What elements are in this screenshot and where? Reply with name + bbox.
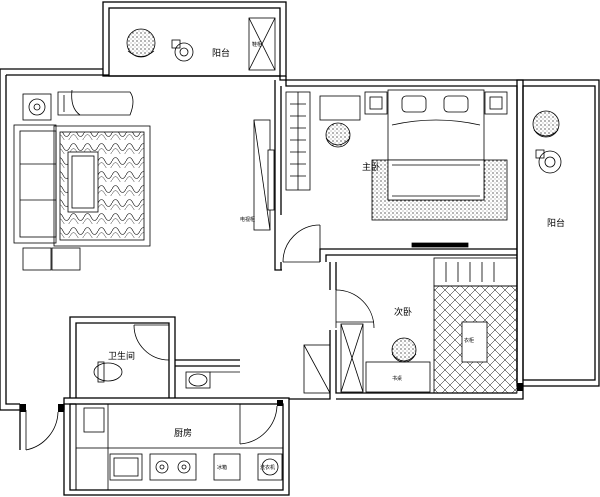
kitchen-fixtures <box>75 403 284 491</box>
second-bedroom-furniture <box>340 257 518 394</box>
master-bedroom-furniture <box>285 89 508 248</box>
room-label-kitchen: 厨房 <box>174 427 192 439</box>
room-label-balcony-right: 阳台 <box>547 217 565 229</box>
tv-cabinet-label: 电视柜 <box>240 216 255 223</box>
interior-cabinet <box>303 344 331 394</box>
fridge-label: 冰箱 <box>217 464 227 471</box>
room-label-balcony-top: 阳台 <box>212 47 230 59</box>
top-balcony-furniture <box>126 17 276 71</box>
living-room-furniture <box>13 89 275 271</box>
wardrobe-label: 衣柜 <box>464 337 474 344</box>
washer-label: 洗衣机 <box>260 464 275 471</box>
desk-label: 书桌 <box>392 375 402 382</box>
wall-posts <box>20 383 523 412</box>
doors <box>25 224 375 451</box>
room-label-bathroom: 卫生间 <box>108 350 135 362</box>
bathroom-fixtures <box>93 360 240 398</box>
shoe-cabinet-label: 鞋柜 <box>252 41 262 48</box>
right-balcony-furniture <box>532 110 562 174</box>
room-label-master-bedroom: 主卧 <box>362 161 380 173</box>
room-label-second-bedroom: 次卧 <box>394 306 412 318</box>
